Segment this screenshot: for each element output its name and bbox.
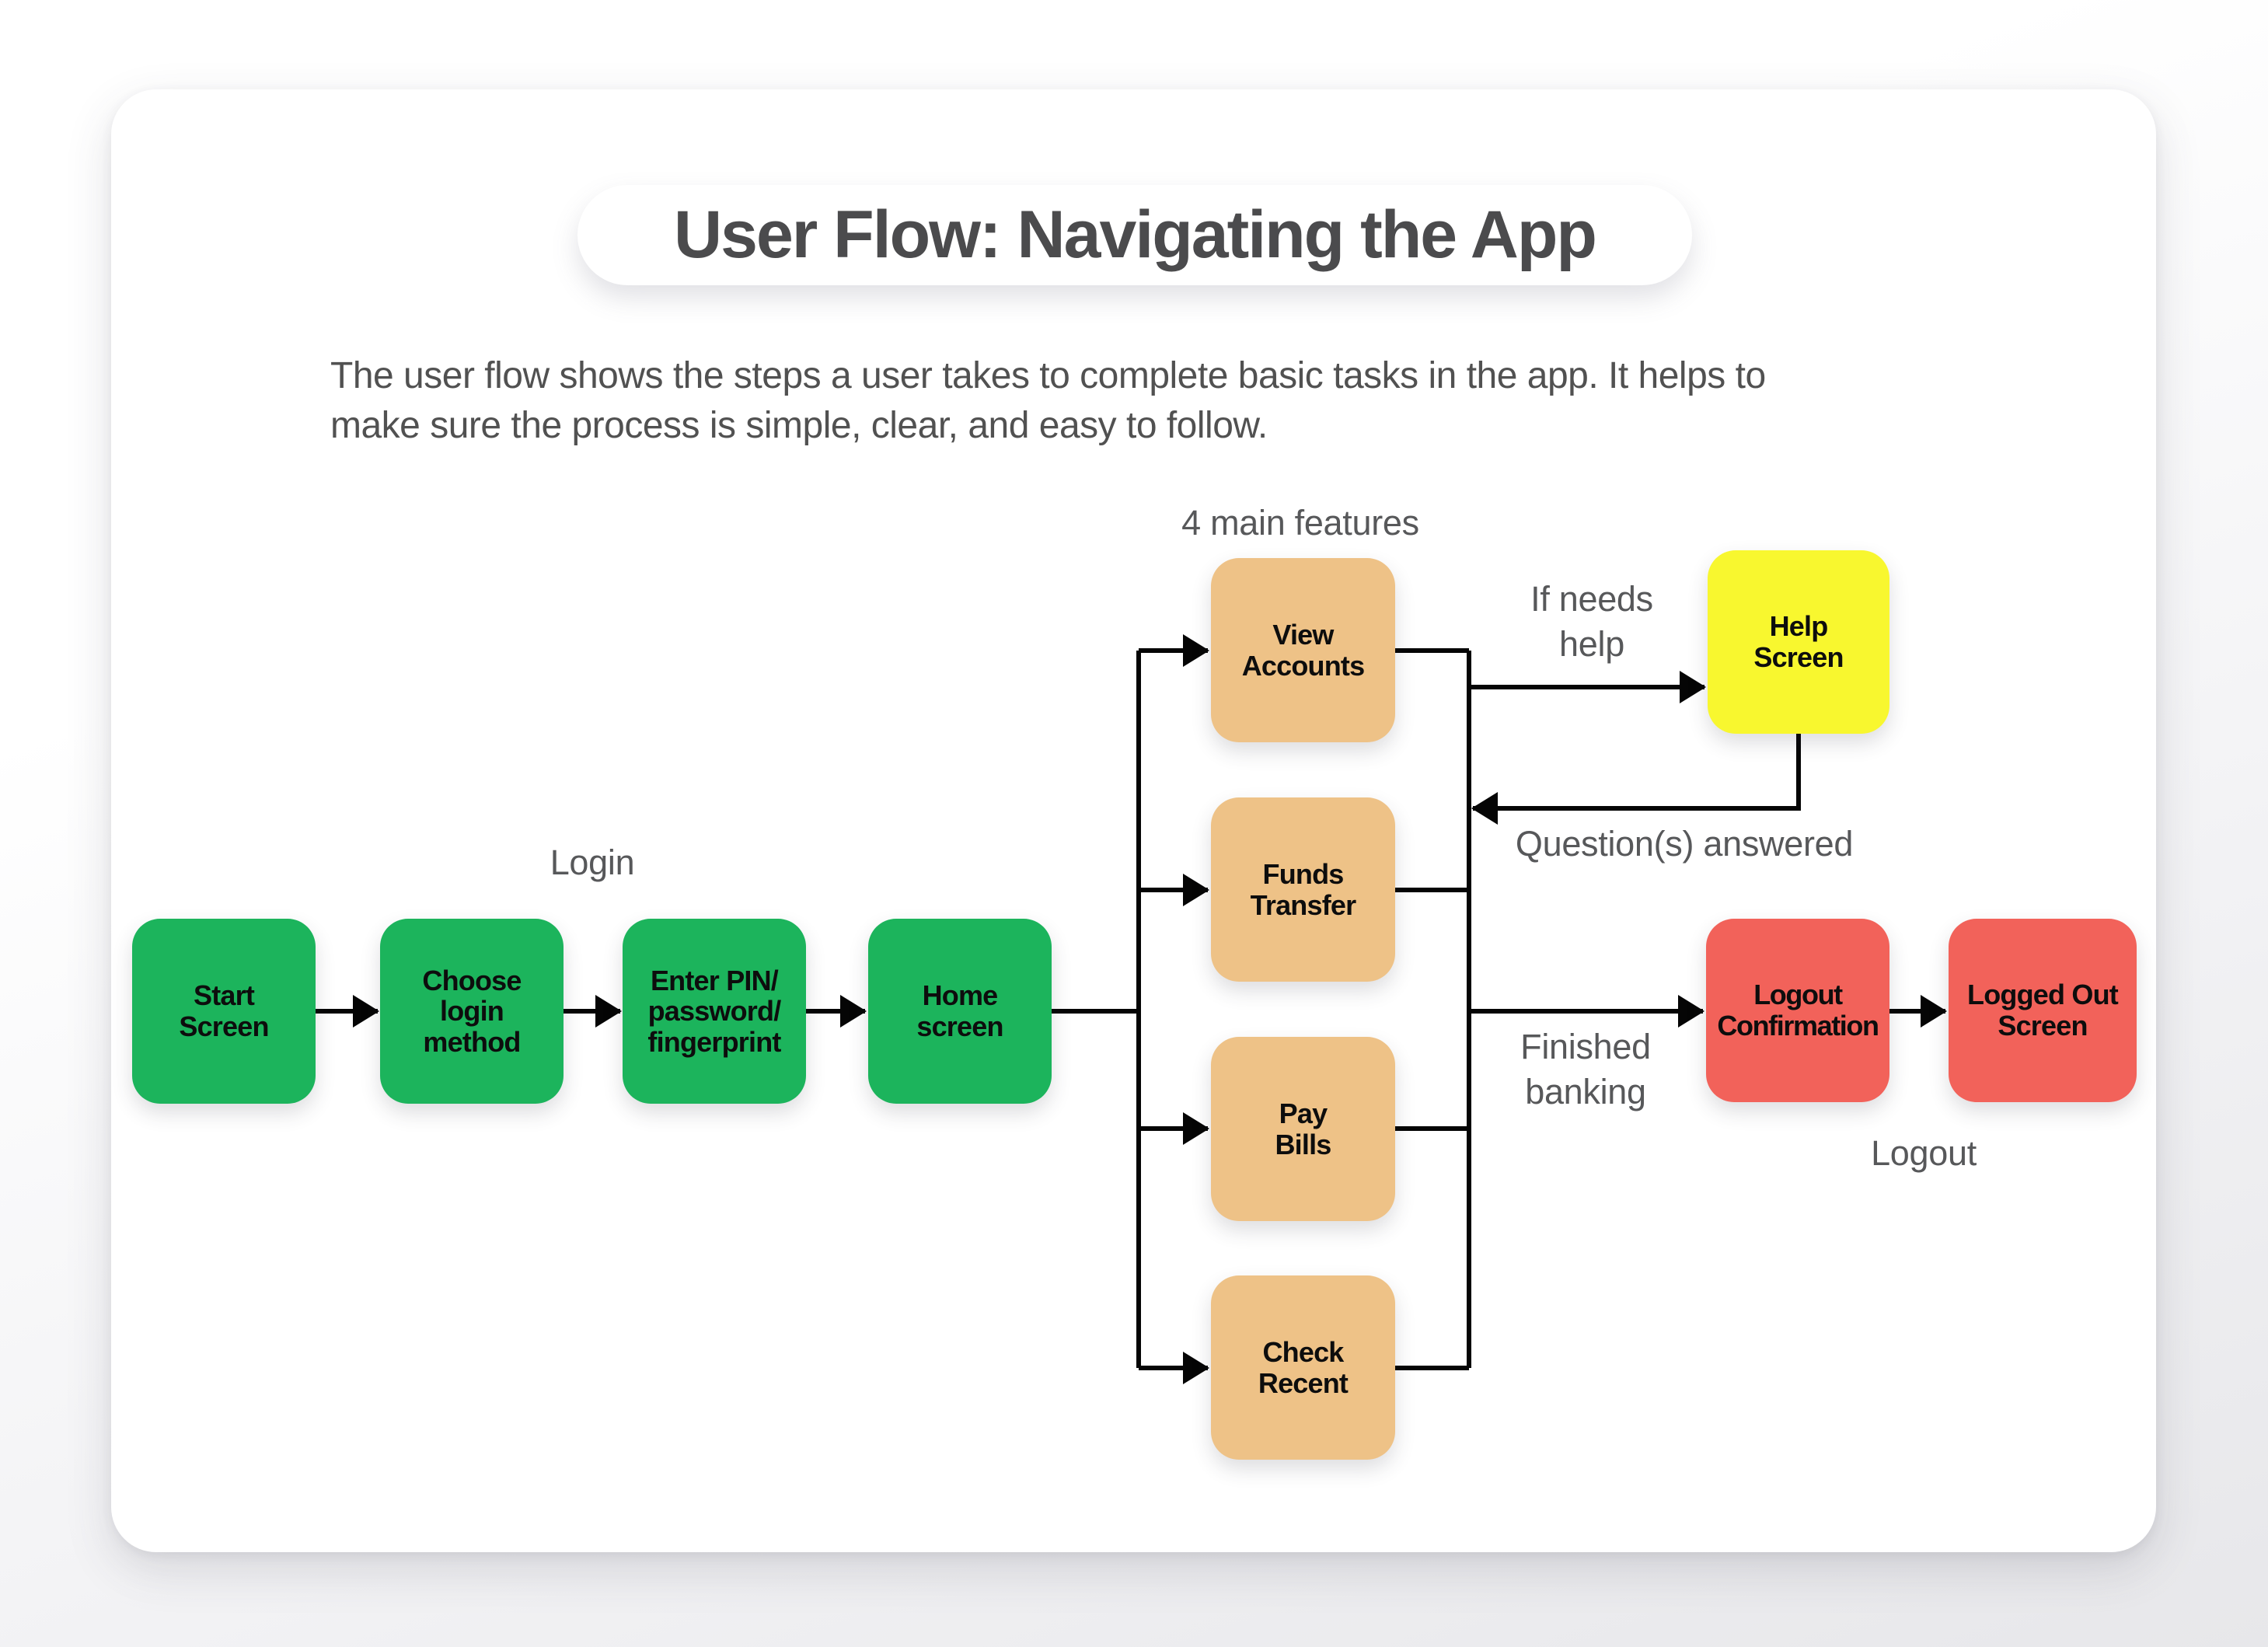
page-title: User Flow: Navigating the App bbox=[674, 197, 1597, 272]
label-questions-answered: Question(s) answered bbox=[1515, 824, 1854, 864]
node-check-recent: Check Recent bbox=[1211, 1275, 1395, 1460]
node-home-screen: Home screen bbox=[868, 919, 1052, 1104]
label-4-main-features: 4 main features bbox=[1181, 503, 1419, 543]
node-start-screen: Start Screen bbox=[132, 919, 316, 1104]
node-view-accounts: View Accounts bbox=[1211, 558, 1395, 742]
diagram-card bbox=[111, 89, 2156, 1552]
label-finished-banking: Finished banking bbox=[1520, 1027, 1651, 1111]
label-if-needs-help: If needs help bbox=[1530, 579, 1653, 664]
page-subtitle: The user flow shows the steps a user tak… bbox=[330, 355, 1766, 446]
label-logout: Logout bbox=[1871, 1133, 1977, 1173]
node-choose-login-method: Choose login method bbox=[380, 919, 564, 1104]
label-login: Login bbox=[550, 843, 635, 882]
node-logout-confirmation: Logout Confirmation bbox=[1706, 919, 1889, 1102]
title-pill: User Flow: Navigating the App bbox=[577, 185, 1692, 285]
node-enter-pin: Enter PIN/ password/ fingerprint bbox=[623, 919, 806, 1104]
node-pay-bills: Pay Bills bbox=[1211, 1037, 1395, 1221]
node-funds-transfer: Funds Transfer bbox=[1211, 797, 1395, 982]
node-help-screen: Help Screen bbox=[1708, 550, 1889, 734]
node-logged-out-screen: Logged Out Screen bbox=[1949, 919, 2137, 1102]
